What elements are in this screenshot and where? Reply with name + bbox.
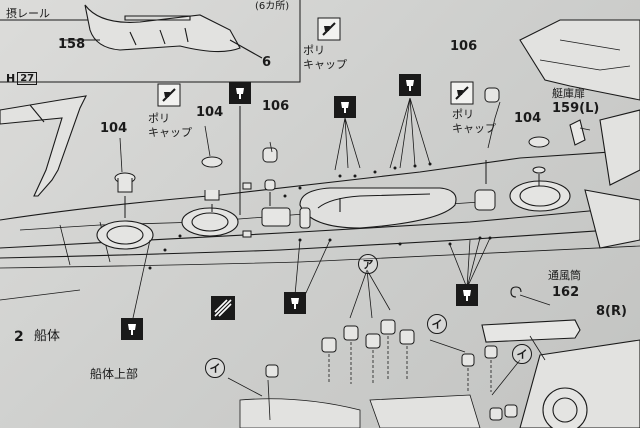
no-glue-icon [157, 83, 181, 107]
vent-part [510, 286, 522, 298]
part-number-162: 162 [552, 285, 580, 300]
marker-i-1: イ [427, 314, 447, 334]
hull-outline [0, 149, 640, 221]
deck-ring-3 [509, 180, 571, 212]
part-number-104-a: 104 [100, 121, 128, 136]
marker-i-3: イ [205, 358, 225, 378]
part-number-158: 158 [58, 37, 86, 52]
six-places-label: (6カ所) [255, 1, 290, 12]
poly-cap-label-3: ポリ キャップ [452, 108, 496, 136]
part-number-106-b: 106 [450, 39, 478, 54]
upper-hull-label: 船体上部 [90, 367, 139, 381]
boat-house-door-label: 艇庫扉 [552, 87, 585, 100]
bow-piece [0, 95, 87, 197]
deck-structure [299, 187, 457, 229]
hull-step-number: 2 [14, 329, 24, 345]
part-number-104-c: 104 [514, 111, 542, 126]
glue-icon [229, 82, 251, 104]
part-number-8r: 8(R) [596, 304, 627, 319]
cap-104-b [201, 156, 223, 168]
rail-label: 摂レール [6, 7, 50, 20]
part-8r [481, 319, 581, 343]
pin-106-a [262, 147, 278, 163]
marker-a: ア [358, 254, 378, 274]
part-number-106-a: 106 [262, 99, 290, 114]
boathouse-door [569, 119, 586, 146]
cut-icon [211, 296, 235, 320]
glue-icon [399, 74, 421, 96]
vent-label: 通風筒 [548, 269, 581, 282]
superstructure [519, 19, 640, 101]
glue-icon [456, 284, 478, 306]
marker-i-2: イ [512, 344, 532, 364]
hull-label: 船体 [34, 329, 61, 344]
pin-106-b [484, 87, 500, 103]
glue-icon [121, 318, 143, 340]
glue-icon [284, 292, 306, 314]
poly-cap-label-1: ポリ キャップ [303, 44, 347, 72]
turret-base [542, 387, 588, 428]
cap-104-c [528, 136, 550, 148]
deck-ring-2 [181, 207, 239, 237]
part-number-159: 159(L) [552, 101, 600, 116]
no-glue-icons [157, 17, 474, 107]
part-number-104-b: 104 [196, 105, 224, 120]
rail-part [84, 4, 241, 53]
no-glue-icon [317, 17, 341, 41]
deck-ring-1 [96, 220, 154, 250]
no-glue-icon [450, 81, 474, 105]
part-number-6: 6 [262, 55, 272, 70]
glue-icon [334, 96, 356, 118]
glue-icons [121, 74, 478, 340]
poly-cap-label-2: ポリ キャップ [148, 112, 192, 140]
